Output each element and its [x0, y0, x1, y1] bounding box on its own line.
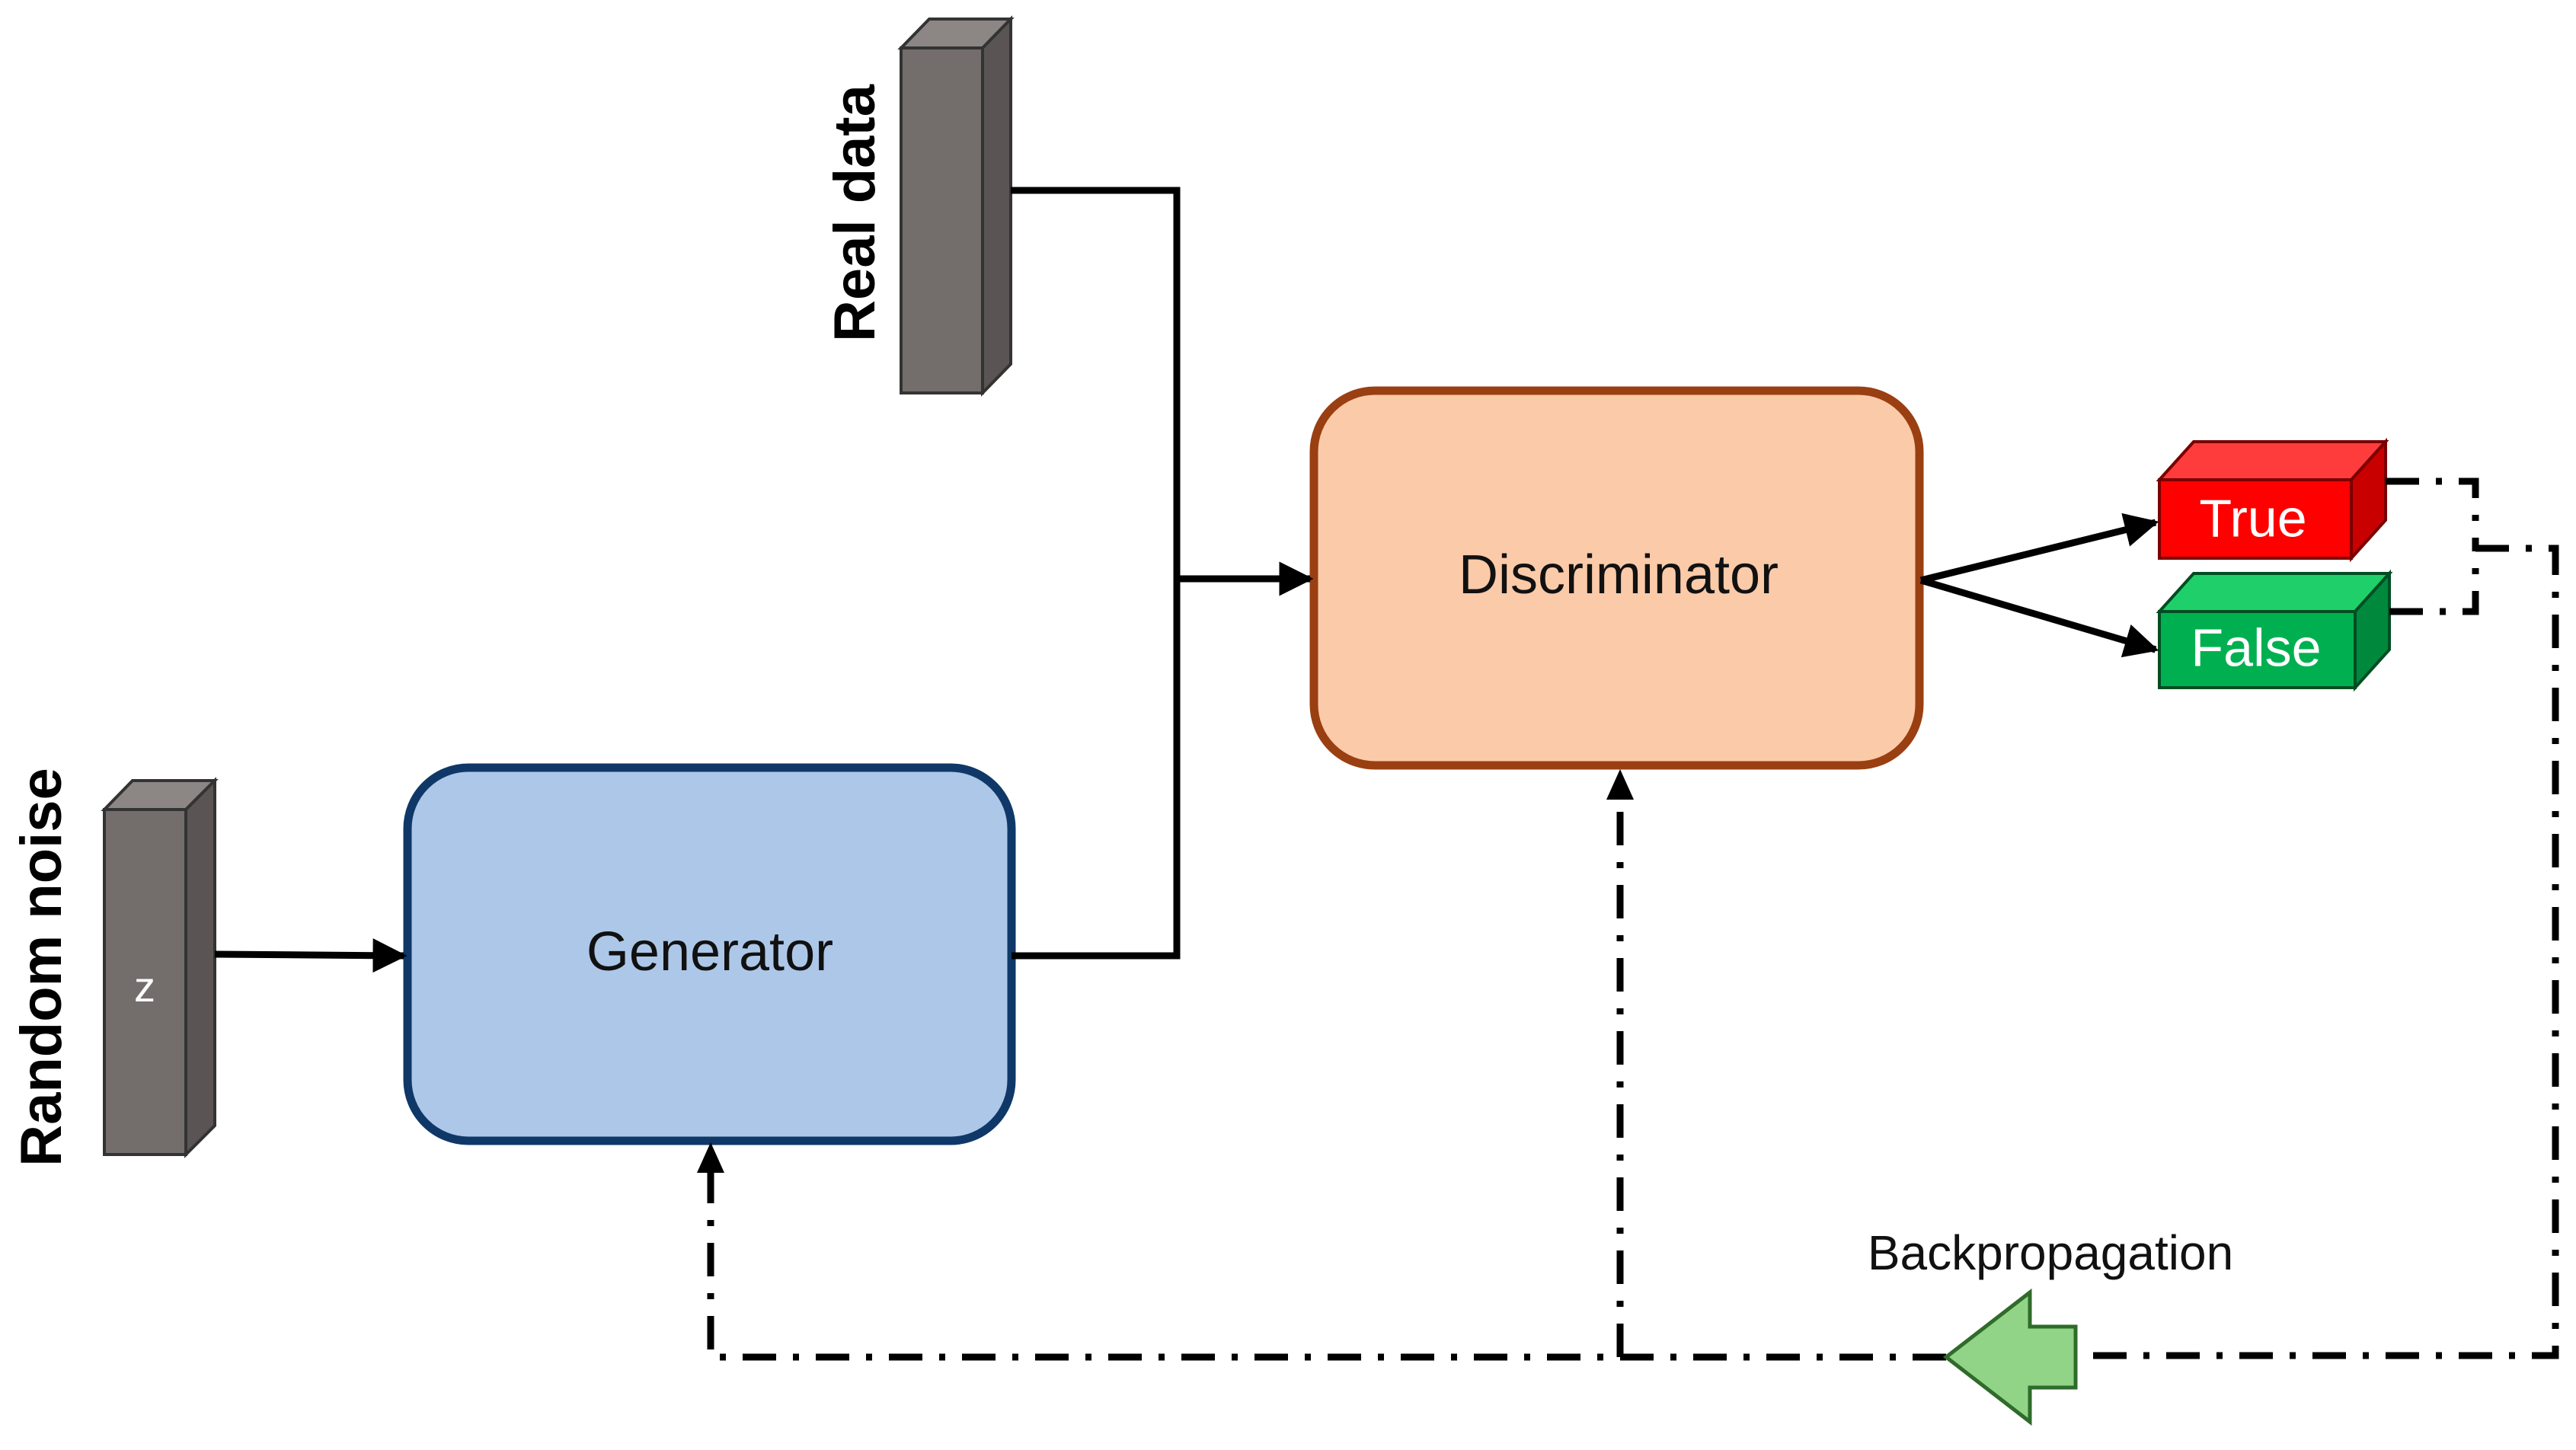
discriminator-to-false-arrow	[1919, 576, 2159, 658]
backprop-paths	[707, 477, 2559, 1361]
random-noise-bar	[101, 777, 219, 1158]
true-output-box	[2156, 437, 2389, 563]
real-data-bar	[897, 15, 1015, 397]
generator-label: Generator	[586, 921, 833, 982]
discriminator-feedback-arrowhead	[1606, 769, 1634, 800]
noise-to-generator-arrow	[214, 938, 407, 973]
random-noise-label: Random noise	[9, 768, 74, 1167]
false-output-box	[2156, 569, 2393, 692]
true-label: True	[2199, 488, 2306, 548]
generator-feedback-arrowhead	[697, 1142, 724, 1173]
z-label: z	[134, 963, 155, 1011]
backprop-label: Backpropagation	[1868, 1225, 2233, 1280]
false-feedback-line	[2389, 548, 2479, 615]
bottom-feedback-line	[707, 1158, 1946, 1361]
true-feedback-line	[2386, 477, 2479, 548]
real-data-label: Real data	[823, 84, 887, 342]
generator-to-junction-line	[1011, 187, 1181, 960]
discriminator-label: Discriminator	[1459, 545, 1779, 605]
discriminator-box	[1309, 386, 1924, 770]
rail-connector	[2076, 545, 2559, 1359]
solid-connectors	[214, 187, 2159, 973]
backprop-arrow-icon	[1942, 1288, 2078, 1426]
false-label: False	[2191, 618, 2321, 677]
discriminator-to-true-arrow	[1919, 513, 2159, 584]
